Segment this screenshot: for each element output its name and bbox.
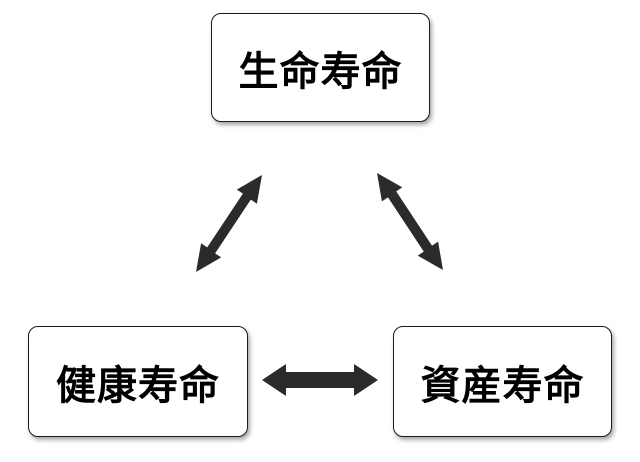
node-label-asset-life-expectancy: 資産寿命 xyxy=(420,362,585,409)
node-healthy-life-expectancy: 健康寿命 xyxy=(28,326,248,437)
arrow-top-right xyxy=(377,173,443,270)
node-label-life-expectancy: 生命寿命 xyxy=(238,48,403,95)
node-life-expectancy: 生命寿命 xyxy=(211,13,430,122)
arrow-left-right xyxy=(262,364,378,396)
node-asset-life-expectancy: 資産寿命 xyxy=(393,326,612,437)
node-label-healthy-life-expectancy: 健康寿命 xyxy=(56,362,220,409)
arrow-top-left xyxy=(196,175,262,272)
